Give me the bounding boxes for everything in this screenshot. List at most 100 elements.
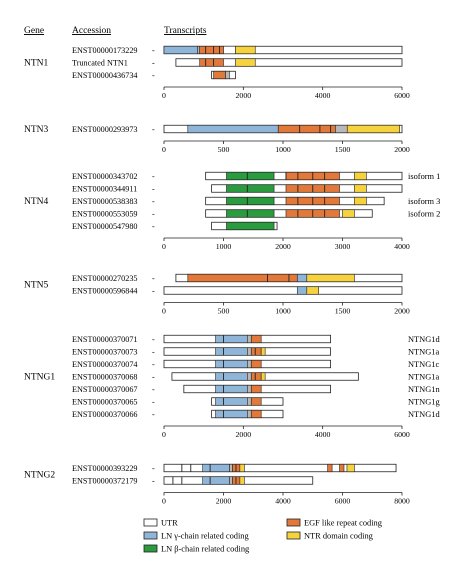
egf-segment — [250, 347, 262, 356]
ntr-segment — [306, 286, 319, 295]
tick-label: 1000 — [275, 307, 291, 316]
ntr-segment — [346, 124, 400, 134]
ntr-segment — [239, 476, 245, 485]
egf-segment — [199, 58, 224, 67]
legend-item: UTR — [143, 518, 178, 528]
gamma-segment — [215, 409, 248, 419]
gamma-segment — [215, 372, 248, 381]
legend-label: UTR — [161, 519, 178, 528]
accession-dash: - — [152, 335, 155, 344]
accession-label: ENST00000553059 — [72, 210, 138, 219]
utr-bar — [175, 58, 403, 67]
tick-label: 1000 — [275, 145, 291, 154]
accession-dash: - — [152, 185, 155, 194]
transcript-row: Truncated NTN1- — [72, 58, 403, 68]
gene-label: NTN5 — [24, 280, 49, 290]
beta-segment — [226, 221, 275, 231]
egf-segment — [250, 334, 262, 344]
isoform-label: isoform 3 — [408, 197, 440, 206]
gamma-segment — [215, 384, 248, 394]
tick-label: 2000 — [394, 145, 410, 154]
ntr-segment — [346, 463, 355, 473]
egf-segment — [250, 384, 262, 394]
gamma-segment — [163, 45, 199, 55]
accession-label: ENST00000344911 — [72, 185, 137, 194]
accession-dash: - — [152, 360, 155, 369]
tick-label: 6000 — [335, 497, 351, 506]
accession-dash: - — [152, 59, 155, 68]
egf-segment — [250, 409, 262, 419]
other-segment — [247, 359, 252, 369]
accession-dash: - — [152, 274, 155, 283]
other-segment — [247, 334, 252, 344]
accession-dash: - — [152, 222, 155, 231]
utr-bar — [163, 463, 397, 473]
tick-label: 8000 — [394, 497, 410, 506]
accession-label: ENST00000370065 — [72, 398, 138, 407]
transcripts-column-header: Transcripts — [164, 26, 207, 36]
other-segment — [247, 347, 252, 356]
transcript-row: ENST00000370068-NTNG1a — [72, 372, 439, 382]
gene-label: NTNG2 — [24, 470, 55, 480]
accession-label: ENST00000343702 — [72, 172, 138, 181]
tick-label: 2000 — [394, 307, 410, 316]
accession-dash: - — [152, 410, 155, 419]
other-segment — [229, 476, 233, 485]
legend-swatch — [143, 531, 158, 540]
beta-segment — [226, 196, 275, 206]
isoform-label: NTNG1a — [408, 373, 439, 382]
ntr-segment — [235, 45, 256, 55]
tick-label: 6000 — [394, 91, 410, 100]
accession-label: ENST00000370073 — [72, 348, 138, 357]
ntr-segment — [354, 184, 367, 193]
accession-dash: - — [152, 46, 155, 55]
accession-dash: - — [152, 477, 155, 486]
accession-label: ENST00000173229 — [72, 46, 138, 55]
ntr-segment — [260, 372, 266, 381]
egf-segment — [187, 273, 298, 283]
egf-segment — [213, 70, 226, 80]
isoform-label: isoform 2 — [408, 210, 440, 219]
legend-label: LN γ-chain related coding — [161, 532, 249, 541]
beta-segment — [226, 184, 275, 193]
gene-group: NTNG1ENST00000370071-NTNG1dENST000003700… — [24, 334, 440, 439]
transcript-row: ENST00000370074-NTNG1c — [72, 359, 439, 369]
accession-label: ENST00000372179 — [72, 477, 138, 486]
legend-swatch — [143, 544, 158, 553]
gene-label: NTNG1 — [24, 373, 55, 383]
gamma-segment — [202, 463, 230, 473]
accession-column-header: Accession — [72, 26, 111, 36]
transcript-row: ENST00000370073-NTNG1a — [72, 347, 439, 357]
tick-label: 0 — [162, 497, 166, 506]
beta-segment — [226, 171, 275, 181]
egf-segment — [250, 397, 262, 406]
legend-label: NTR domain coding — [304, 532, 374, 541]
tick-label: 1500 — [335, 307, 351, 316]
transcript-row: ENST00000173229 - — [72, 45, 403, 55]
tick-label: 0 — [162, 91, 166, 100]
tick-label: 0 — [162, 145, 166, 154]
tick-label: 4000 — [315, 430, 331, 439]
tick-label: 2000 — [236, 91, 252, 100]
legend-swatch — [143, 518, 158, 527]
transcript-row: ENST00000372179 - — [72, 476, 314, 486]
legend-label: LN β-chain related coding — [161, 545, 250, 554]
isoform-label: NTNG1c — [408, 360, 439, 369]
accession-label: ENST00000370066 — [72, 410, 138, 419]
tick-label: 1000 — [216, 242, 232, 251]
tick-label: 500 — [218, 307, 230, 316]
legend-swatch — [286, 518, 301, 527]
beta-segment — [226, 209, 275, 218]
gene-label: NTN1 — [24, 59, 49, 69]
egf-segment — [327, 463, 333, 473]
accession-label: ENST00000370071 — [72, 335, 138, 344]
egf-segment — [277, 124, 336, 134]
transcript-row: ENST00000370065-NTNG1g — [72, 397, 440, 407]
